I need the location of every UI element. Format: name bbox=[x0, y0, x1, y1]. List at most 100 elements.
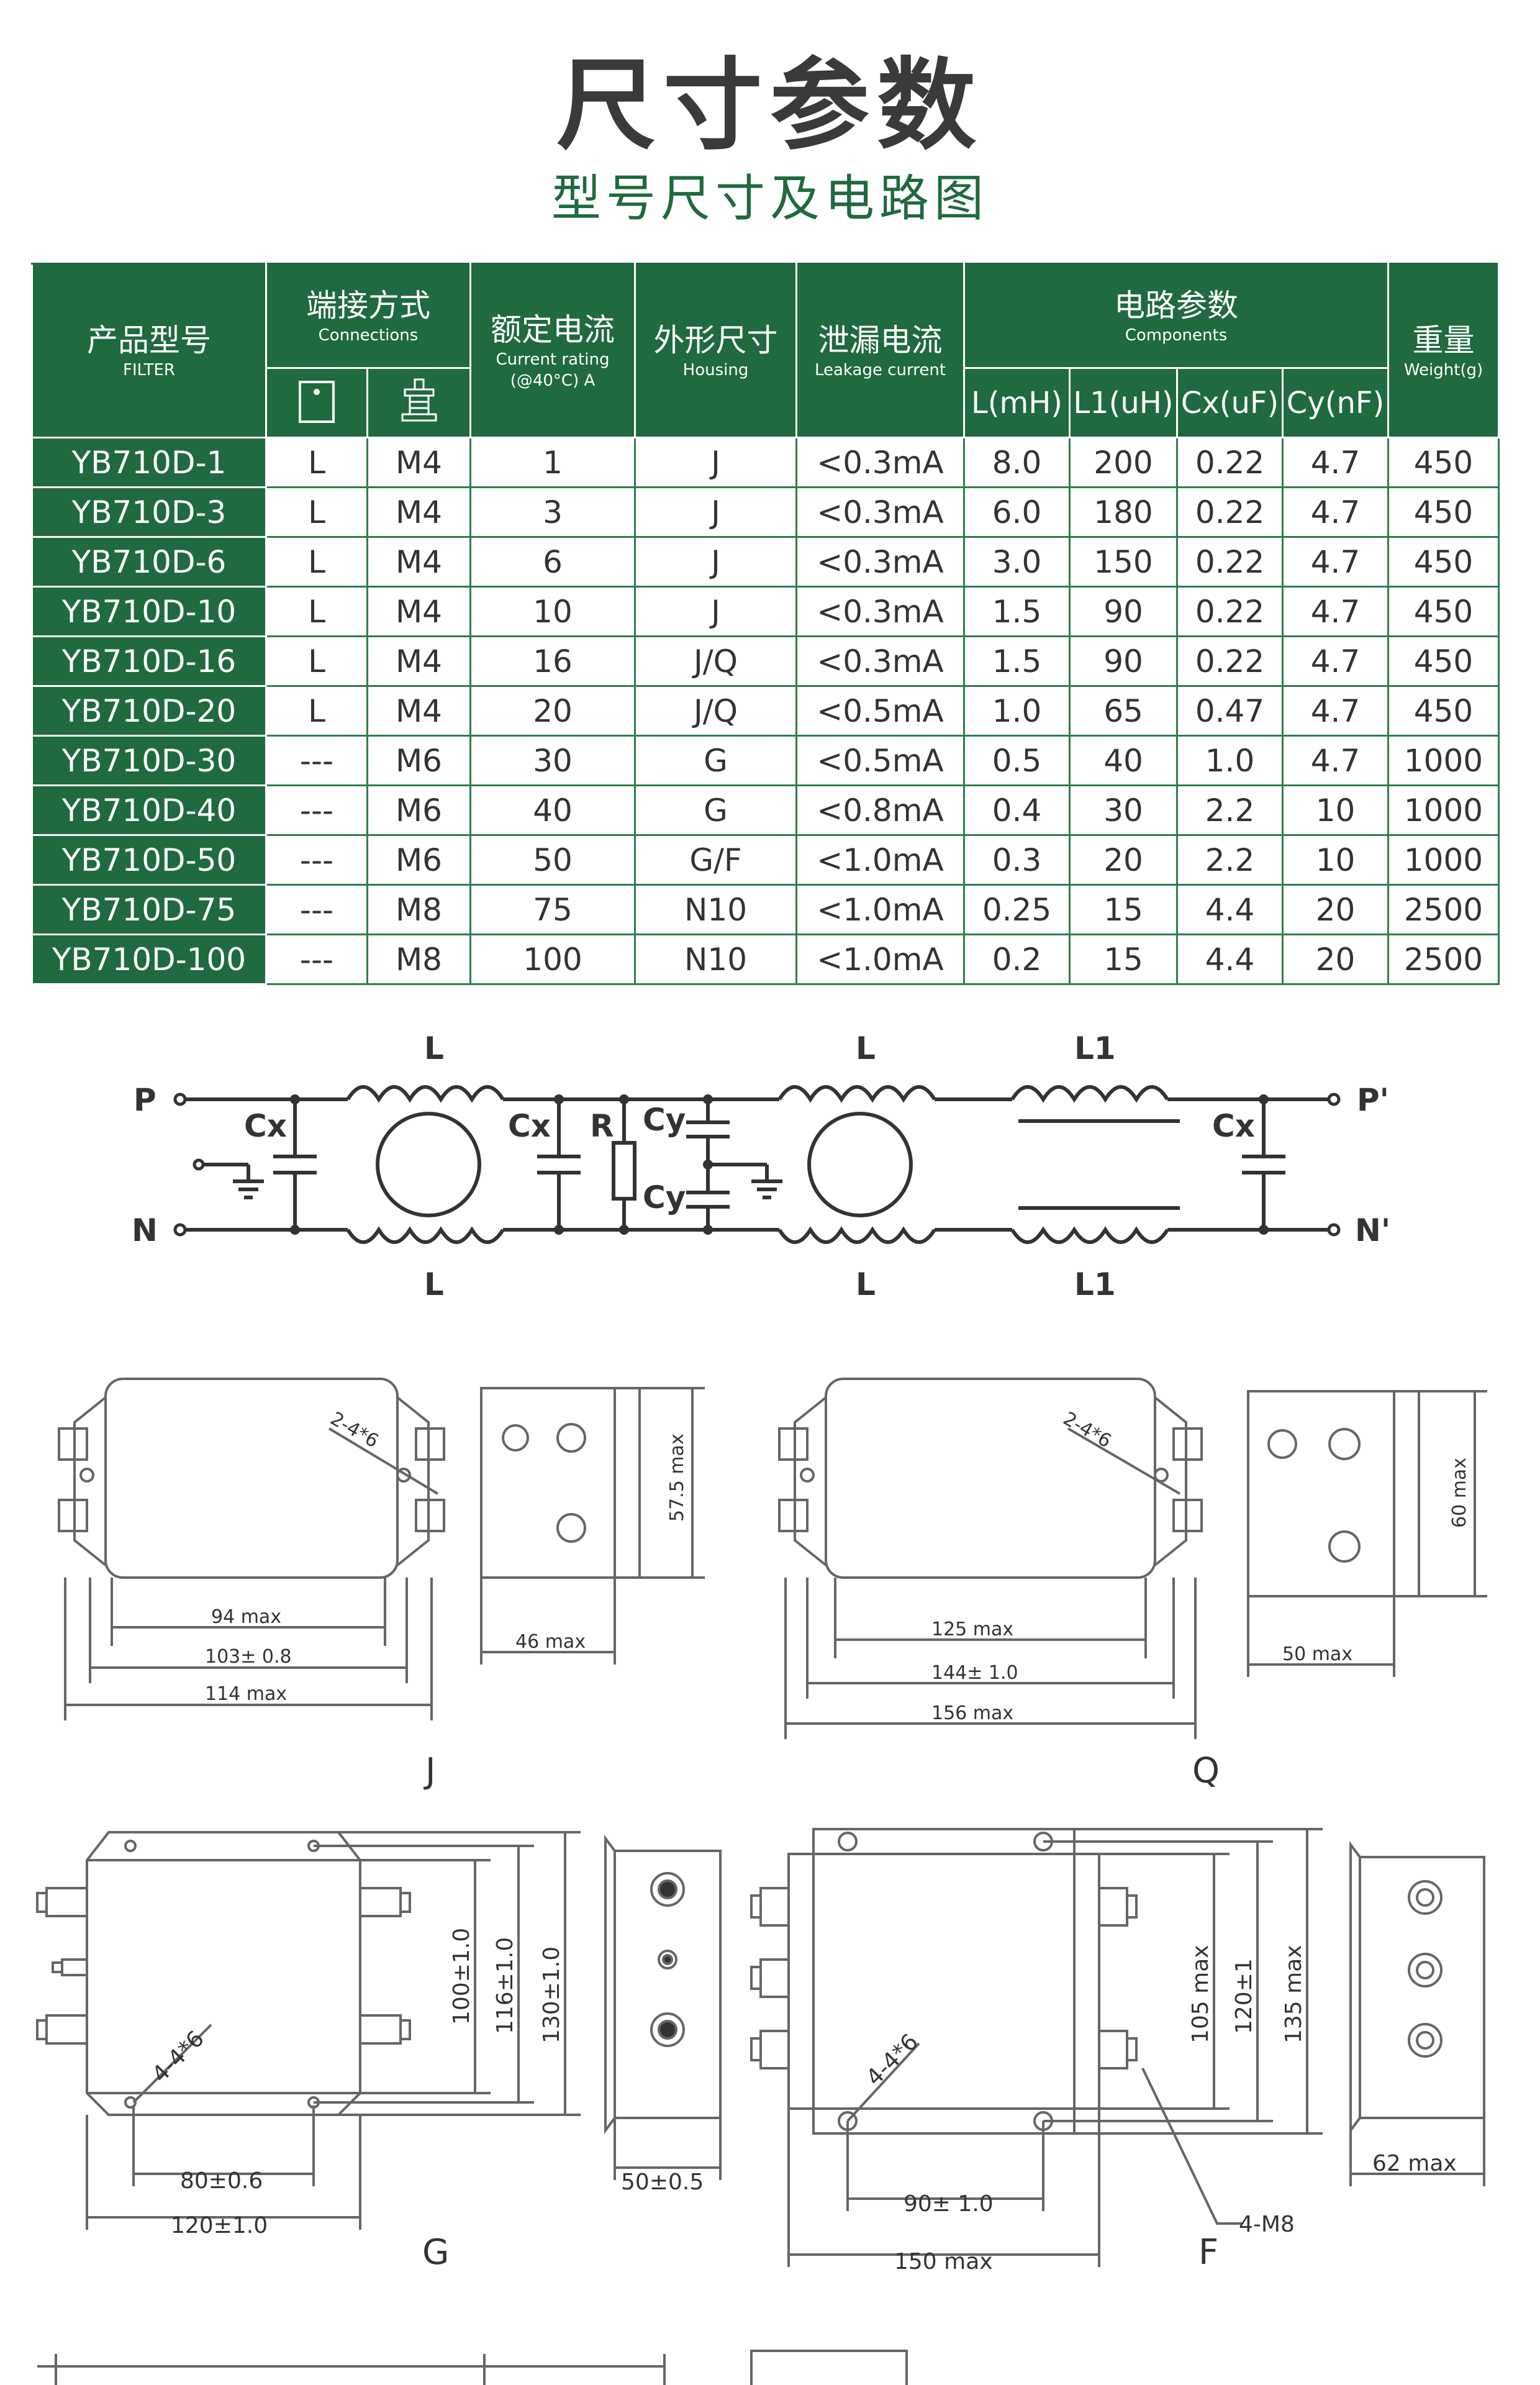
l1-cell: 200 bbox=[1069, 437, 1178, 488]
cy-cell: 20 bbox=[1282, 934, 1389, 985]
cx-cell: 0.22 bbox=[1176, 536, 1284, 588]
cy-cell: 4.7 bbox=[1282, 685, 1389, 737]
current-cell: 16 bbox=[469, 635, 636, 687]
g-side-w: 50±0.5 bbox=[621, 2169, 704, 2195]
l1-cell: 150 bbox=[1069, 536, 1178, 588]
c2-cell: M8 bbox=[366, 884, 471, 935]
j-w3: 114 max bbox=[205, 1683, 287, 1705]
cy-cell: 10 bbox=[1282, 834, 1389, 886]
l1-cell: 20 bbox=[1069, 834, 1178, 886]
model-cell: YB710D-75 bbox=[31, 884, 267, 935]
housing-cell: N10 bbox=[634, 884, 797, 935]
current-cell: 100 bbox=[469, 934, 636, 985]
j-hole: 2-4*6 bbox=[327, 1408, 382, 1453]
cy-cell: 4.7 bbox=[1282, 635, 1389, 687]
model-cell: YB710D-1 bbox=[31, 437, 267, 488]
l-cell: 1.5 bbox=[963, 586, 1071, 637]
cx-cell: 0.47 bbox=[1176, 685, 1284, 737]
label-l-bot-2: L bbox=[856, 1266, 876, 1302]
f-side-w: 62 max bbox=[1372, 2151, 1457, 2176]
leakage-cell: <0.3mA bbox=[795, 536, 965, 588]
header-l: L(mH) bbox=[963, 367, 1071, 438]
l1-cell: 15 bbox=[1069, 934, 1178, 985]
leakage-cell: <0.5mA bbox=[795, 685, 965, 737]
c1-cell: L bbox=[265, 486, 368, 538]
label-p-out: P' bbox=[1357, 1082, 1389, 1118]
label-n-out: N' bbox=[1355, 1212, 1390, 1248]
housing-cell: J/Q bbox=[634, 635, 797, 687]
c1-cell: --- bbox=[265, 884, 368, 935]
l1-cell: 90 bbox=[1069, 586, 1178, 637]
current-cell: 10 bbox=[469, 586, 636, 637]
page-subtitle: 型号尺寸及电路图 bbox=[551, 170, 989, 227]
q-w2: 144± 1.0 bbox=[931, 1662, 1018, 1684]
f-h1: 105 max bbox=[1188, 1945, 1213, 2043]
housing-cell: J bbox=[634, 586, 797, 637]
label-l1-bot: L1 bbox=[1074, 1266, 1116, 1302]
g-w2: 120±1.0 bbox=[171, 2213, 268, 2238]
cy-cell: 20 bbox=[1282, 884, 1389, 935]
current-cell: 6 bbox=[469, 536, 636, 588]
housing-drawing-partial bbox=[37, 2350, 908, 2385]
cy-cell: 4.7 bbox=[1282, 735, 1389, 786]
l-cell: 0.3 bbox=[963, 834, 1071, 886]
cy-cell: 10 bbox=[1282, 784, 1389, 836]
label-l-top-2: L bbox=[856, 1030, 876, 1066]
header-cx: Cx(uF) bbox=[1176, 367, 1284, 438]
housing-cell: J bbox=[634, 437, 797, 488]
page-title: 尺寸参数 bbox=[556, 47, 984, 163]
f-h3: 135 max bbox=[1281, 1945, 1307, 2043]
c2-cell: M4 bbox=[366, 437, 471, 488]
l-cell: 6.0 bbox=[963, 486, 1071, 538]
c1-cell: --- bbox=[265, 784, 368, 836]
label-n: N bbox=[132, 1212, 158, 1248]
cx-cell: 2.2 bbox=[1176, 784, 1284, 836]
weight-cell: 2500 bbox=[1387, 884, 1500, 935]
label-l1-top: L1 bbox=[1074, 1030, 1116, 1066]
leakage-cell: <1.0mA bbox=[795, 934, 965, 985]
c1-cell: L bbox=[265, 635, 368, 687]
housing-cell: J bbox=[634, 536, 797, 588]
leakage-cell: <0.3mA bbox=[795, 635, 965, 687]
housing-cell: G bbox=[634, 735, 797, 786]
label-l-bot-1: L bbox=[424, 1266, 444, 1302]
housing-cell: J/Q bbox=[634, 685, 797, 737]
g-h2: 116±1.0 bbox=[492, 1937, 518, 2034]
housing-j-label: J bbox=[424, 1751, 436, 1791]
model-cell: YB710D-100 bbox=[31, 934, 267, 985]
housing-cell: N10 bbox=[634, 934, 797, 985]
f-stud: 4-M8 bbox=[1239, 2212, 1295, 2237]
model-cell: YB710D-3 bbox=[31, 486, 267, 538]
cx-cell: 4.4 bbox=[1176, 884, 1284, 935]
l1-cell: 90 bbox=[1069, 635, 1178, 687]
model-cell: YB710D-50 bbox=[31, 834, 267, 886]
current-cell: 50 bbox=[469, 834, 636, 886]
weight-cell: 450 bbox=[1387, 437, 1500, 488]
housing-cell: G bbox=[634, 784, 797, 836]
leakage-cell: <0.3mA bbox=[795, 437, 965, 488]
weight-cell: 450 bbox=[1387, 586, 1500, 637]
cy-cell: 4.7 bbox=[1282, 486, 1389, 538]
weight-cell: 450 bbox=[1387, 486, 1500, 538]
label-r: R bbox=[590, 1108, 614, 1144]
label-cy-1: Cy bbox=[643, 1102, 686, 1138]
cy-cell: 4.7 bbox=[1282, 536, 1389, 588]
label-cx-1: Cx bbox=[244, 1108, 287, 1144]
connection-stud-icon bbox=[366, 367, 471, 438]
leakage-cell: <1.0mA bbox=[795, 884, 965, 935]
housing-drawings-jq: 94 max 103± 0.8 114 max 2-4*6 57.5 max 4… bbox=[58, 1378, 1487, 1791]
label-p: P bbox=[134, 1082, 156, 1118]
q-h: 60 max bbox=[1449, 1458, 1470, 1528]
current-cell: 40 bbox=[469, 784, 636, 836]
cx-cell: 0.22 bbox=[1176, 586, 1284, 637]
